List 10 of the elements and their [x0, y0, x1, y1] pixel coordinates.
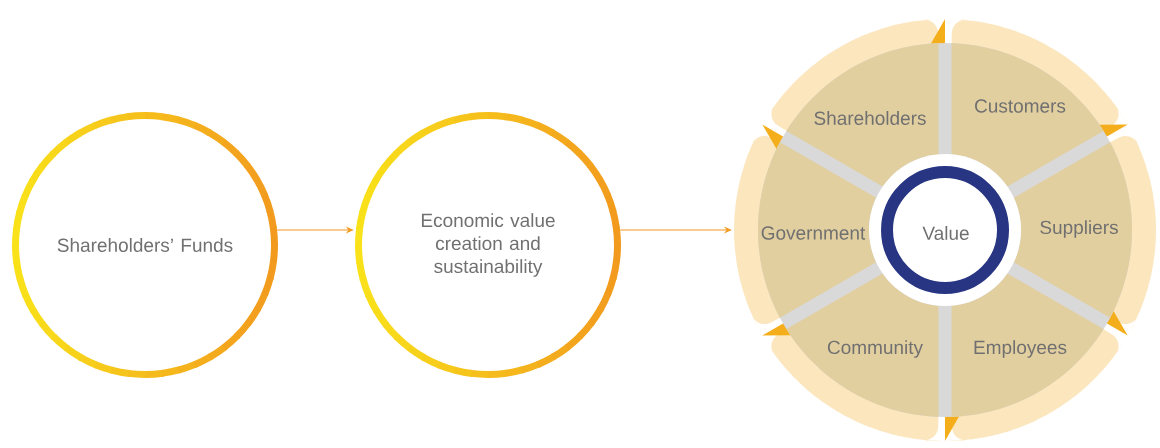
circle-frame: Shareholders’ Funds [12, 112, 278, 378]
wheel-sector: Government [758, 142, 877, 318]
node-label: Suppliers [1040, 220, 1118, 238]
wheel-sector: Shareholders [786, 43, 939, 187]
wheel-sector: Employees [951, 273, 1104, 417]
wheel-sector: Suppliers [1013, 142, 1132, 318]
circle-frame: Economic value creation and sustainability [355, 112, 621, 378]
wheel-sector: Customers [951, 43, 1104, 187]
wheel-sector: Community [786, 273, 939, 417]
node-label: Government [761, 226, 866, 240]
